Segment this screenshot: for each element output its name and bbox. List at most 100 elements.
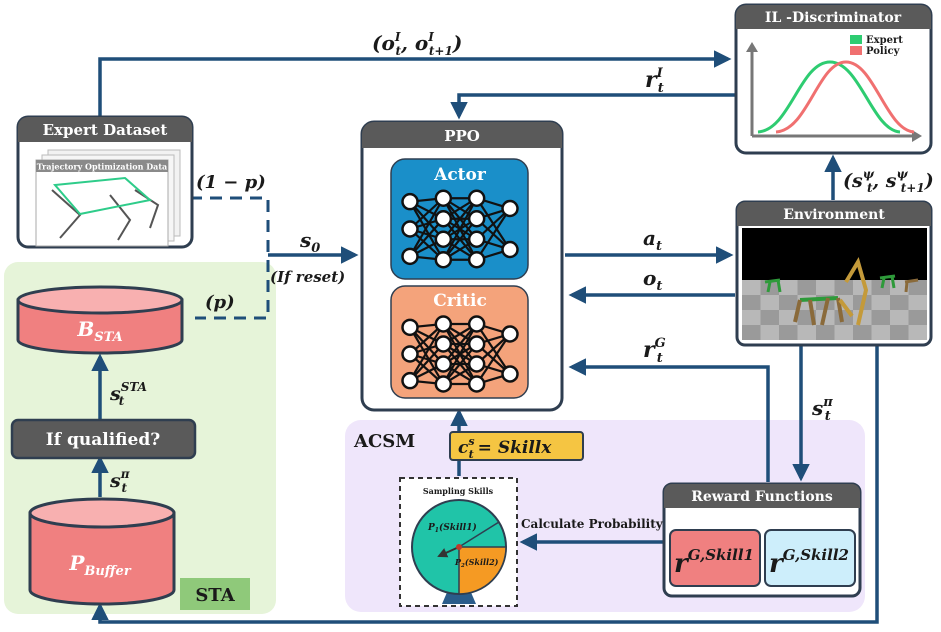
network-node [434,230,453,248]
p-buffer-label: PBuffer [68,551,132,579]
network-node [501,199,519,218]
b-sta-sub: STA [94,330,122,345]
a-t-main: a [643,226,656,250]
p-buffer-main: P [68,551,85,575]
s-sta-sub: t [119,394,125,408]
network-node [401,318,419,337]
network-node [467,210,486,228]
spinner-slice-skill2 [458,546,507,595]
network-node [434,315,453,333]
reward-skill1-sup: G,Skill1 [688,546,754,564]
reward-skill1-label: rG,Skill1 [674,546,754,579]
network-edge [475,333,511,385]
il-discriminator-title: IL -Discriminator [765,10,902,26]
expert-dataset-box: Expert Dataset Trajectory Optimization D… [16,115,194,249]
checker-floor [742,280,927,340]
reward-functions-box: Reward Functions rG,Skill1 rG,Skill2 [662,482,862,598]
ppo-box: PPO Actor Critic [360,120,564,412]
legend-policy: Policy [866,46,901,57]
network-edge [442,197,478,261]
il-discriminator-box: IL -Discriminator Expert Policy [734,3,933,155]
b-sta-label: BSTA [76,317,122,345]
s-pi-sub: t [825,409,831,424]
r-G-main: r [643,337,656,363]
network-node [434,355,453,373]
expert-dataset-title: Expert Dataset [43,121,168,139]
s-psi-sup2: ψ [896,167,908,181]
label-calc-prob: Calculate Probability [521,517,664,531]
network-node [401,220,419,238]
network-node [434,335,453,353]
r-I-sup: I [656,66,664,81]
floor-tile [871,295,890,310]
ppo-title: PPO [444,127,480,145]
s-sta-sup: STA [121,380,147,394]
s0-main: s [299,228,311,252]
skill-tag-rhs: = Skillx [478,438,553,458]
p-buffer-cylinder [28,497,176,606]
network-node [501,325,519,343]
floor-tile [908,295,927,310]
network-node [401,371,419,390]
skill-tag-sub: t [469,448,474,461]
floor-tile [760,295,779,310]
p1-main: P [427,523,435,533]
network-node [434,189,453,207]
network-node [467,189,486,207]
network-node [434,251,453,269]
arrow-obs-pair [98,50,732,118]
b-sta-main: B [76,317,94,341]
network-edge [409,197,445,257]
network-node [467,251,486,269]
network-edge [409,323,445,382]
critic-label: Critic [433,291,487,311]
p2-label: P2(Skill2) [454,557,499,569]
if-qualified-box [10,418,197,460]
expert-curve [757,60,901,134]
r-G-sub: t [657,351,663,366]
label-one-minus-p: (1 − p) [196,172,266,193]
sta-components: BSTA If qualified? PBuffer STA [10,285,250,610]
s-psi-close: ) [924,170,934,192]
network-node [467,230,486,248]
network-edge [409,326,445,385]
s-psi-open: (s [843,170,863,192]
network-node [434,210,453,228]
floor-tile [797,325,816,340]
floor-tile [742,280,761,295]
network-node [467,315,486,333]
sta-tag [180,578,250,610]
network-node [401,345,419,363]
reward-skill1-r: r [674,549,690,579]
floor-tile [834,325,853,340]
o-t-main: o [643,266,656,290]
s0-sub: 0 [311,241,320,256]
environment-box: Environment [735,200,933,347]
b-sta-cylinder [16,285,184,355]
simulation-sky [742,228,927,280]
o-t-sub: t [656,279,662,294]
if-qualified-label: If qualified? [46,430,160,450]
spinner-slice-divider [458,521,500,548]
p2-sub: 2 [460,563,465,569]
label-s0: s0 [299,228,320,256]
r-G-sup: G [655,336,666,351]
floor-tile [779,310,798,325]
skill-tag-c: c [458,438,469,458]
actor-label: Actor [433,165,487,185]
floor-tile [816,280,835,295]
reward-skill1-block [669,529,761,587]
legend-expert: Expert [866,35,903,46]
trajectory-label: Trajectory Optimization Data [37,162,168,172]
label-if-reset: (If reset) [270,268,345,286]
skill-tag-box [449,431,584,461]
obs-pair-sub2: t+1 [429,44,453,58]
s-pi-left-main: s [109,470,121,492]
arrow-env-to-buffer [91,345,879,624]
obs-pair-sub1: t [395,44,401,58]
